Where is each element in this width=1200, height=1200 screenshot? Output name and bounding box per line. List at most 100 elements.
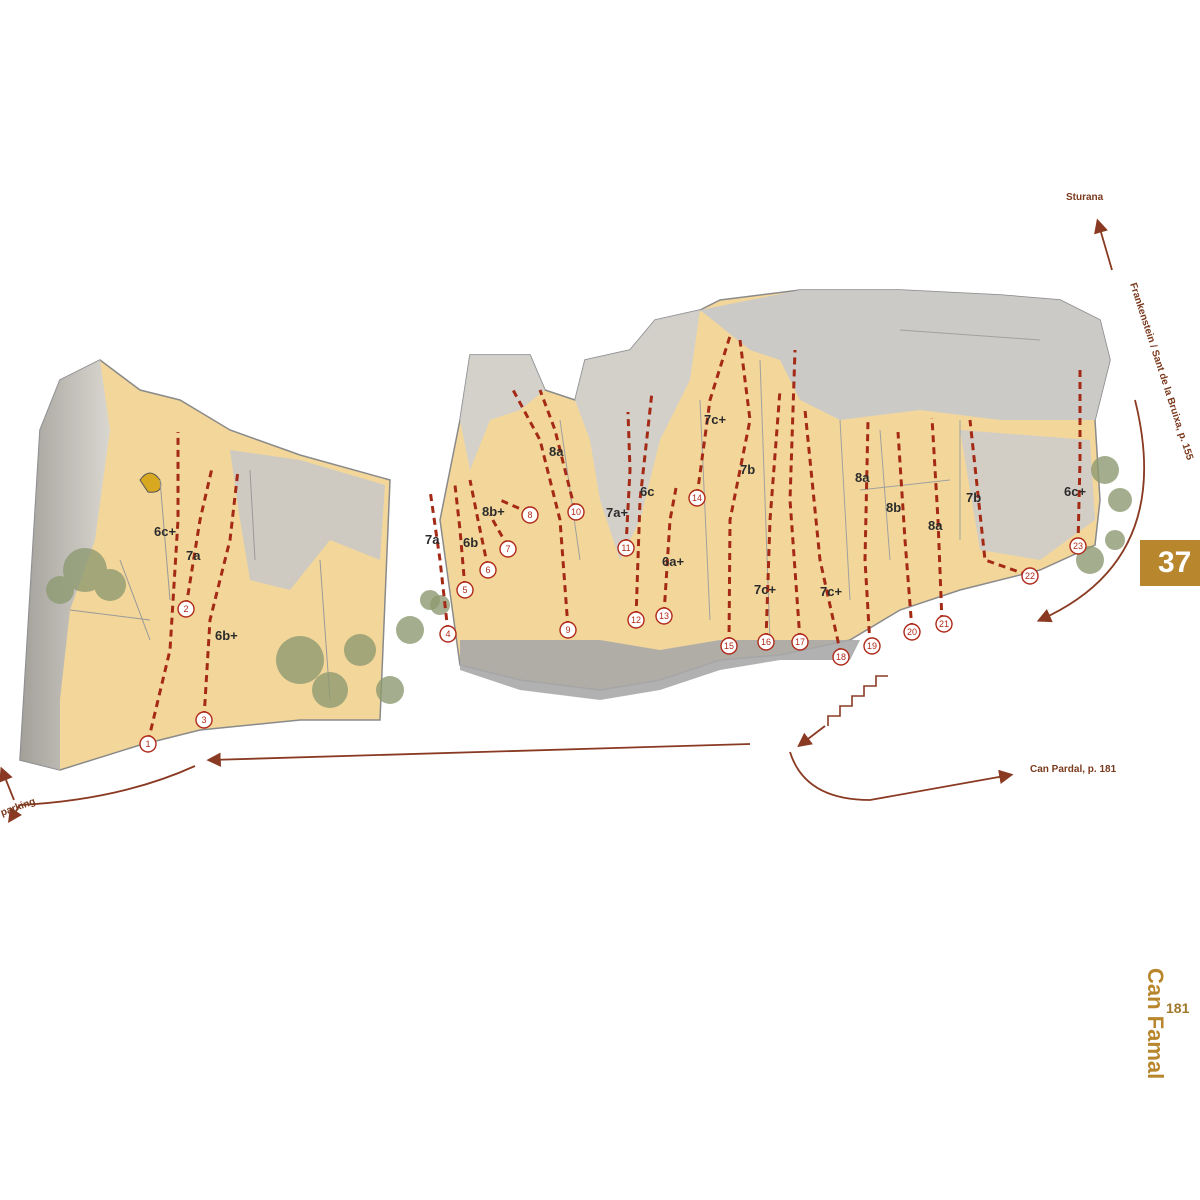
trail-steps-arrow — [797, 725, 826, 748]
svg-text:5: 5 — [462, 585, 467, 595]
grade-label: 6b — [463, 535, 478, 550]
route-marker-10[interactable]: 10 — [567, 503, 585, 521]
route-marker-19[interactable]: 19 — [863, 637, 881, 655]
route-marker-8[interactable]: 8 — [521, 506, 539, 524]
grade-label: 7b — [966, 490, 981, 505]
grade-label: 6c+ — [154, 524, 176, 539]
svg-text:4: 4 — [445, 629, 450, 639]
route-22-line — [968, 419, 1029, 577]
sector-number-badge: 37 — [1140, 540, 1200, 586]
main-crag-pillar-shadow — [575, 310, 700, 560]
route-number-markers: 1 2 3 4 5 6 7 8 9 10 11 12 13 14 15 16 1… — [139, 489, 1087, 753]
route-19-line — [863, 419, 872, 646]
svg-text:3: 3 — [201, 715, 206, 725]
grade-label: 7c+ — [754, 582, 776, 597]
svg-text:16: 16 — [761, 637, 771, 647]
label-parking[interactable]: parking — [0, 796, 37, 819]
approach-trails — [0, 218, 1146, 823]
route-marker-4[interactable]: 4 — [439, 625, 457, 643]
route-marker-5[interactable]: 5 — [456, 581, 474, 599]
label-can-pardal[interactable]: Can Pardal, p. 181 — [1030, 764, 1117, 775]
route-marker-7[interactable]: 7 — [499, 540, 517, 558]
grade-label: 8b+ — [482, 504, 505, 519]
grade-label: 7b — [740, 462, 755, 477]
route-4-line — [428, 489, 450, 633]
label-storona[interactable]: Sturana — [1066, 192, 1104, 203]
trail-right-curve — [1036, 399, 1146, 623]
trail-parking-arrow — [8, 804, 22, 823]
route-5-line — [453, 484, 467, 589]
route-marker-22[interactable]: 22 — [1021, 567, 1039, 585]
trail-stairs-lower — [789, 751, 1014, 801]
trail-to-parking — [19, 765, 196, 806]
page-number: 181 — [1166, 1000, 1190, 1016]
svg-text:14: 14 — [692, 493, 702, 503]
route-marker-1[interactable]: 1 — [139, 735, 157, 753]
route-2-line — [184, 467, 214, 608]
svg-text:17: 17 — [795, 637, 805, 647]
route-6-line — [468, 479, 490, 569]
route-marker-2[interactable]: 2 — [177, 600, 195, 618]
route-marker-15[interactable]: 15 — [720, 637, 738, 655]
stairs-icon — [827, 675, 888, 726]
main-crag-right-roof — [960, 430, 1095, 560]
route-marker-23[interactable]: 23 — [1069, 537, 1087, 555]
svg-text:9: 9 — [565, 625, 570, 635]
route-marker-16[interactable]: 16 — [757, 633, 775, 651]
trail-main-to-left — [206, 743, 751, 767]
route-20-line — [896, 431, 914, 631]
route-marker-11[interactable]: 11 — [617, 539, 635, 557]
route-marker-12[interactable]: 12 — [627, 611, 645, 629]
route-marker-20[interactable]: 20 — [903, 623, 921, 641]
route-14-line — [695, 335, 732, 497]
main-crag-left-pillar — [460, 355, 545, 470]
svg-text:23: 23 — [1073, 541, 1083, 551]
grade-label: 8a — [549, 444, 564, 459]
svg-text:19: 19 — [867, 641, 877, 651]
route-marker-18[interactable]: 18 — [832, 648, 850, 666]
route-marker-21[interactable]: 21 — [935, 615, 953, 633]
grade-label: 8b — [886, 500, 901, 515]
route-lines — [146, 335, 1082, 743]
left-crag-detail-lines — [69, 469, 331, 701]
svg-text:18: 18 — [836, 652, 846, 662]
grade-label: 6c — [640, 484, 654, 499]
route-marker-13[interactable]: 13 — [655, 607, 673, 625]
route-grade-labels: 6c+ 7a 6b+ 7a 6b 8b+ 8a 7a+ 6c 6a+ 7c+ 7… — [154, 412, 1086, 643]
svg-text:13: 13 — [659, 611, 669, 621]
grade-label: 7c+ — [704, 412, 726, 427]
grade-label: 6c+ — [1064, 484, 1086, 499]
svg-text:11: 11 — [621, 543, 630, 553]
route-11-line — [624, 411, 632, 547]
left-crag — [19, 359, 440, 771]
svg-text:7: 7 — [505, 544, 510, 554]
route-16-line — [764, 389, 782, 641]
svg-text:6: 6 — [485, 565, 490, 575]
svg-text:22: 22 — [1025, 571, 1035, 581]
label-frankenstein[interactable]: Frankenstein / Sant de la Bruixa, p. 155 — [1127, 282, 1195, 462]
route-marker-14[interactable]: 14 — [688, 489, 706, 507]
svg-text:15: 15 — [724, 641, 734, 651]
svg-text:8: 8 — [527, 510, 532, 520]
route-17-line — [788, 349, 802, 641]
route-marker-3[interactable]: 3 — [195, 711, 213, 729]
grade-label: 7a — [425, 532, 440, 547]
svg-text:12: 12 — [631, 615, 641, 625]
grade-label: 6a+ — [662, 554, 684, 569]
route-marker-17[interactable]: 17 — [791, 633, 809, 651]
grade-label: 7c+ — [820, 584, 842, 599]
route-15-line — [727, 339, 752, 645]
trail-to-storona — [1094, 218, 1113, 271]
main-crag-base-shadow — [460, 640, 860, 700]
main-crag-upper-shadow — [700, 290, 1110, 420]
svg-text:20: 20 — [907, 627, 917, 637]
route-marker-9[interactable]: 9 — [559, 621, 577, 639]
grade-label: 6b+ — [215, 628, 238, 643]
route-23-line — [1076, 368, 1082, 546]
route-marker-6[interactable]: 6 — [479, 561, 497, 579]
sector-title: Can Famal — [1143, 968, 1168, 1080]
route-9-line — [510, 387, 570, 629]
svg-text:10: 10 — [571, 507, 581, 517]
grade-label: 8a — [928, 518, 943, 533]
